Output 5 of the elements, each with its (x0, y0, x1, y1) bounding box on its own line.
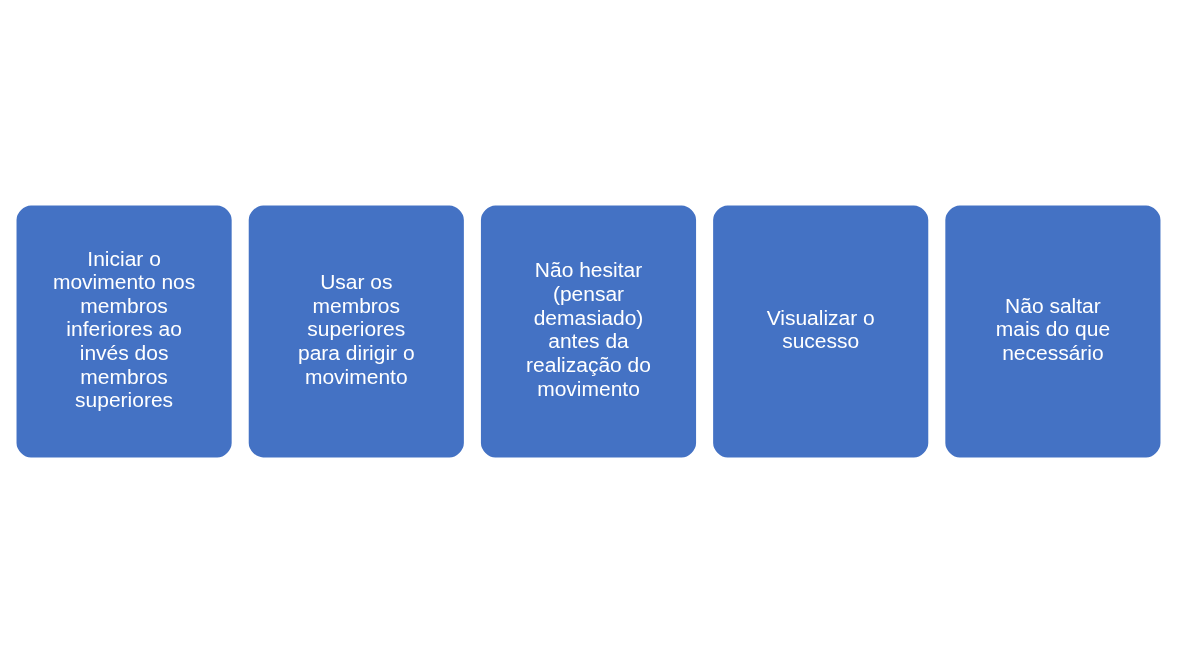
node-box: Visualizar o sucesso (710, 202, 931, 460)
node-box: Não saltar mais do que necessário (942, 202, 1164, 460)
node-box: Usar os membros superiores para dirigir o movimento (246, 202, 467, 460)
node-box: Iniciar o movimento nos membros inferiores ao invés dos membros superiores (13, 202, 235, 460)
node-box: Não hesitar (pensar demasiado) antes da realização do movimento (478, 202, 699, 460)
